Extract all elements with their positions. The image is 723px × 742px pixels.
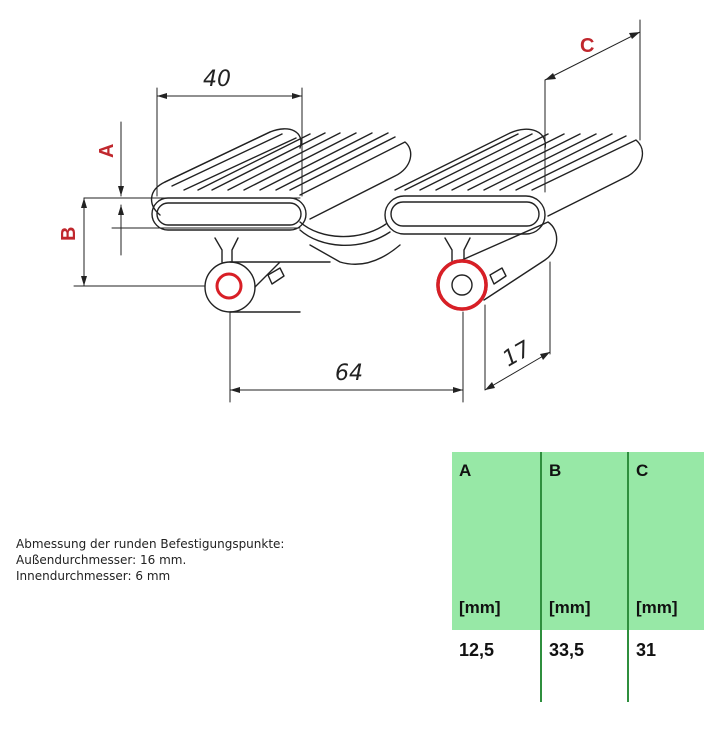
notes-title: Abmessung der runden Befestigungspunkte:	[16, 537, 285, 551]
label-c: C	[580, 35, 594, 57]
left-fender	[150, 128, 412, 231]
dim-64: 64	[335, 361, 363, 386]
column-divider	[540, 452, 542, 702]
right-attachment-highlight	[436, 259, 488, 311]
arrowheads	[81, 32, 640, 393]
notes-inner-diameter: Innendurchmesser: 6 mm	[16, 569, 171, 583]
value-b: 33,5	[549, 640, 585, 660]
value-a: 12,5	[459, 640, 495, 660]
dim-40: 40	[203, 67, 231, 92]
right-mounting-lug	[436, 221, 558, 311]
dim-17: 17	[499, 337, 536, 373]
technical-drawing: 40 64 17 A B C	[58, 19, 644, 403]
table-header-background	[452, 452, 704, 630]
mounting-point-notes: Abmessung der runden Befestigungspunkte:…	[16, 536, 284, 584]
connecting-web	[299, 221, 401, 265]
header-a: A	[459, 461, 472, 480]
right-fender	[384, 128, 644, 235]
dimension-table: A B C [mm] [mm] [mm] 12,5 33,5 31	[452, 452, 704, 702]
unit-b: [mm]	[549, 598, 591, 617]
unit-a: [mm]	[459, 598, 501, 617]
column-divider	[627, 452, 629, 702]
label-a: A	[96, 144, 118, 158]
left-attachment-highlight	[215, 272, 243, 300]
label-b: B	[58, 227, 80, 241]
dimension-lines	[73, 19, 641, 403]
header-c: C	[636, 461, 649, 480]
notes-outer-diameter: Außendurchmesser: 16 mm.	[16, 553, 187, 567]
value-c: 31	[636, 640, 657, 660]
unit-c: [mm]	[636, 598, 678, 617]
header-b: B	[549, 461, 562, 480]
